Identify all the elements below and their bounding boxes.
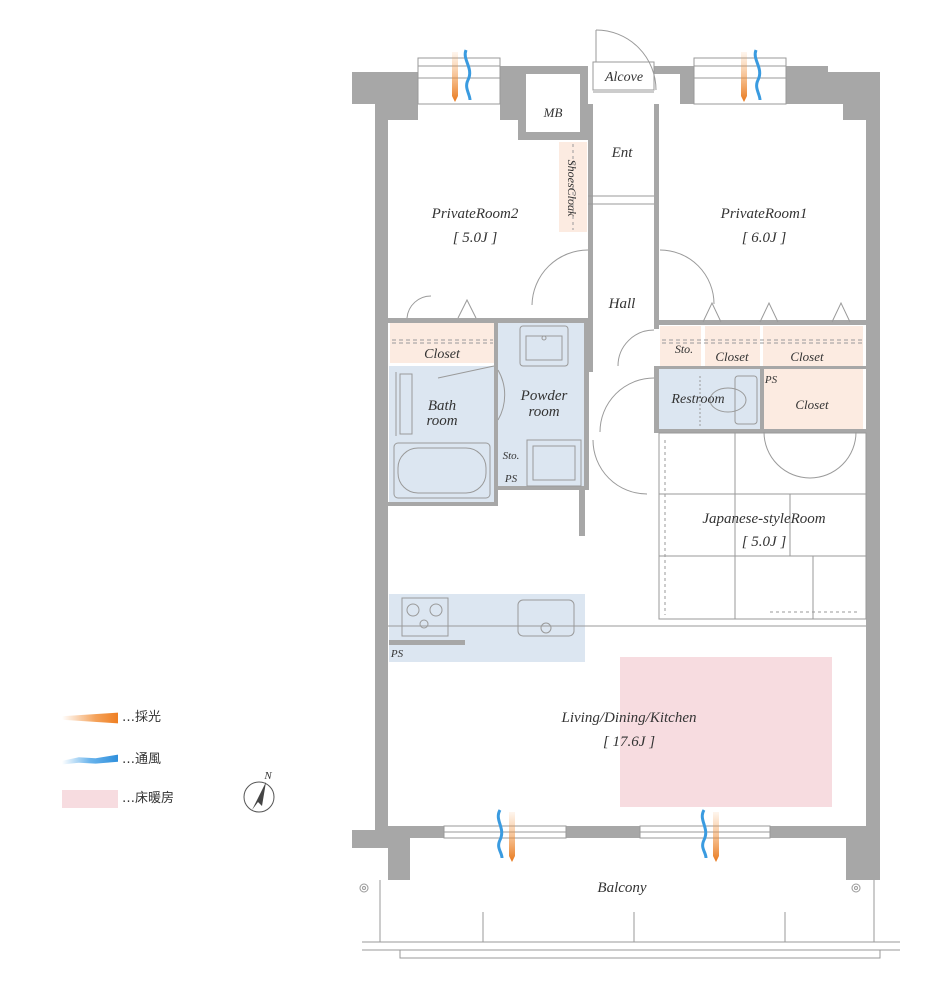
- closet-pr1-b: [763, 326, 863, 366]
- wall-top-a: [410, 104, 418, 120]
- legend-floor-heating-label: …床暖房: [122, 791, 175, 806]
- compass-north-label: N: [263, 770, 272, 782]
- wind-arrow-pr2: [463, 49, 472, 101]
- restroom-floor: [657, 369, 761, 429]
- wall-restroom-bottom: [654, 429, 866, 433]
- wall-right: [866, 104, 880, 832]
- label-mb: MB: [543, 105, 563, 120]
- label-ldk: Living/Dining/Kitchen: [561, 710, 697, 726]
- wind-arrow-ldk-b: [700, 809, 708, 859]
- ventilation-wave-icon: [62, 754, 118, 765]
- label-sto-powder: Sto.: [503, 450, 520, 462]
- label-private-room-1: PrivateRoom1: [720, 206, 808, 222]
- kitchen-counter-area: [389, 594, 585, 662]
- label-bath-2: room: [426, 413, 457, 429]
- powder-floor: [497, 322, 584, 488]
- wall-bath-bottom: [388, 502, 498, 506]
- wall-top-d: [680, 66, 694, 104]
- label-powder-2: room: [528, 404, 559, 420]
- legend-ventilation: …通風: [62, 750, 161, 770]
- label-closet-japanese: Closet: [795, 397, 829, 412]
- compass: N: [243, 770, 275, 813]
- wall-restroom-right: [760, 366, 764, 432]
- label-powder: Powder: [520, 388, 568, 404]
- walls: [352, 66, 880, 880]
- legend-lighting-label: …採光: [122, 710, 162, 725]
- wall-stub-hall: [579, 490, 585, 536]
- label-shoes-cloak: ShoesCloak: [565, 160, 579, 217]
- wall-powder-bottom: [498, 486, 589, 490]
- wall-mb: [518, 66, 588, 74]
- light-arrow-ldk-a: [509, 812, 515, 862]
- wall-mb-left: [518, 74, 526, 140]
- label-private-room-2: PrivateRoom2: [431, 206, 519, 222]
- light-wind-arrows: [452, 49, 762, 862]
- bath-floor: [389, 366, 496, 504]
- legend-ventilation-label: …通風: [122, 752, 162, 767]
- wall-bottom-b: [566, 826, 640, 838]
- room-labels: PrivateRoom2 [ 5.0J ] PrivateRoom1 [ 6.0…: [390, 70, 829, 896]
- label-private-room-1-size: [ 6.0J ]: [742, 230, 787, 246]
- label-entrance: Ent: [611, 145, 634, 161]
- wall-pr2-bottom: [388, 318, 588, 323]
- label-private-room-2-size: [ 5.0J ]: [453, 230, 498, 246]
- wall-bottom-a: [388, 826, 444, 838]
- label-hall: Hall: [608, 296, 636, 312]
- wall-mb-bottom: [518, 132, 588, 140]
- wall-kitchen-ps: [389, 640, 465, 645]
- label-bath: Bath: [428, 398, 456, 414]
- label-ps-kitchen: PS: [390, 648, 404, 660]
- label-ps-powder: PS: [504, 473, 518, 485]
- wall-bath-right: [494, 320, 498, 506]
- label-japanese-room: Japanese-styleRoom: [702, 511, 825, 527]
- label-sto-pr1: Sto.: [675, 342, 693, 356]
- label-closet-pr1-b: Closet: [790, 349, 824, 364]
- light-arrow-ldk-b: [713, 812, 719, 862]
- wall-pr1-bottom: [654, 320, 866, 325]
- wall-top-c: [654, 66, 680, 74]
- wall-left: [375, 104, 388, 832]
- legend-floor-heating: …床暖房: [62, 789, 174, 809]
- closet-japanese: [764, 369, 863, 429]
- closet-pr1-a: [705, 326, 760, 366]
- wall-ent-left: [588, 104, 593, 372]
- wall-top-f: [820, 66, 828, 104]
- compass-needle-icon: [252, 782, 266, 810]
- lighting-arrow-icon: [62, 712, 118, 724]
- pillar-bottom-right: [846, 830, 880, 880]
- label-closet-pr1-a: Closet: [715, 349, 749, 364]
- label-balcony: Balcony: [597, 880, 646, 896]
- floor-heating-swatch: [62, 790, 118, 808]
- pillar-bottom-left: [352, 830, 410, 880]
- label-closet-pr2: Closet: [424, 347, 461, 362]
- pillar-top-left: [352, 72, 418, 120]
- compass-circle: [243, 781, 275, 813]
- legend-lighting: …採光: [62, 708, 161, 728]
- label-restroom: Restroom: [670, 392, 724, 407]
- wall-top-b: [500, 66, 518, 120]
- label-ldk-size: [ 17.6J ]: [603, 734, 655, 750]
- wall-closet-mid: [654, 366, 866, 369]
- label-ps-restroom: PS: [764, 374, 778, 386]
- wall-bottom-c: [770, 826, 866, 838]
- wall-mb-right: [580, 74, 588, 132]
- closet-sto: [660, 326, 701, 366]
- light-arrow-pr1: [741, 52, 747, 102]
- wall-powder-right: [584, 320, 589, 490]
- wall-top-e: [786, 66, 820, 104]
- label-japanese-room-size: [ 5.0J ]: [742, 534, 787, 550]
- label-alcove: Alcove: [604, 70, 643, 85]
- wall-restroom-left: [654, 366, 659, 432]
- pillar-top-right: [820, 72, 880, 120]
- wind-arrow-pr1: [753, 49, 762, 101]
- floor-heating-zone: [620, 657, 832, 807]
- wall-ent-right: [654, 104, 659, 329]
- light-arrow-pr2: [452, 52, 458, 102]
- wind-arrow-ldk-a: [496, 809, 504, 859]
